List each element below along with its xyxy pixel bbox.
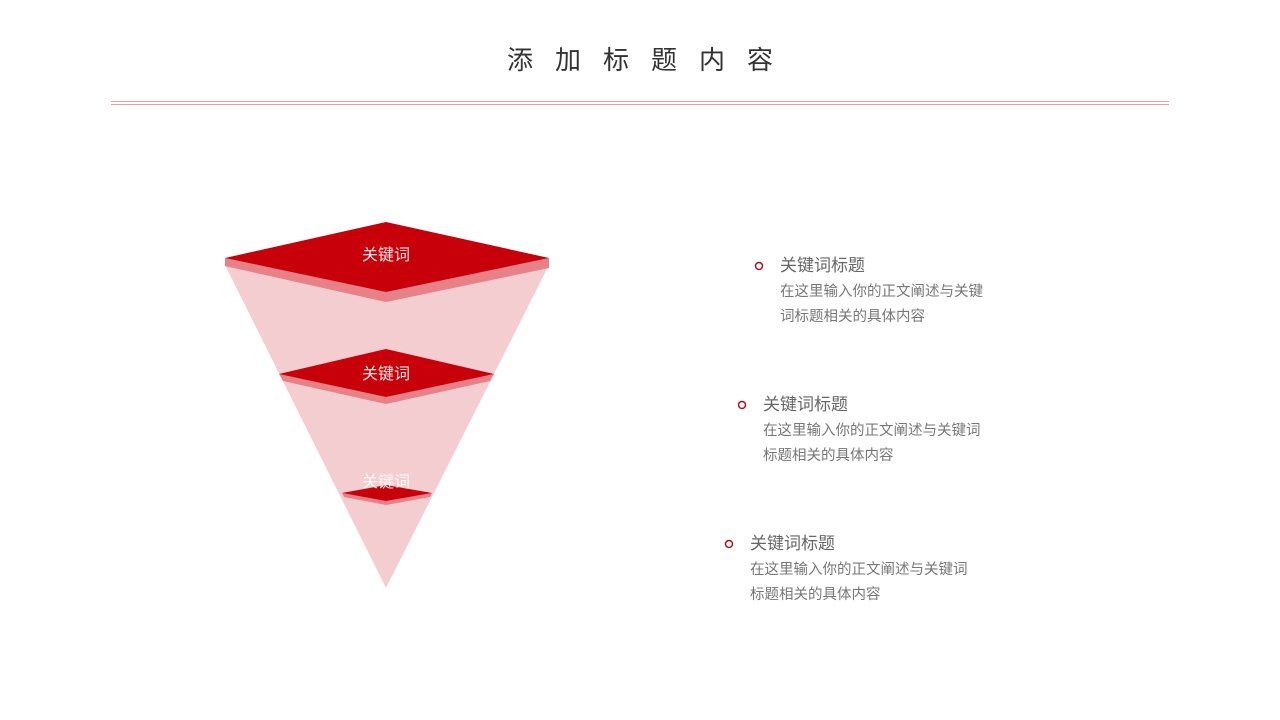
funnel-body xyxy=(225,265,549,588)
item-title: 关键词标题 xyxy=(780,256,865,276)
connector-dot-2 xyxy=(737,400,747,410)
funnel-level-3-label: 关键词 xyxy=(362,472,410,491)
funnel-level-2-label: 关键词 xyxy=(362,364,410,383)
funnel-level-2-top xyxy=(279,349,494,397)
item-body: 在这里输入你的正文阐述与关键词标题相关的具体内容 xyxy=(780,284,983,325)
funnel-level-1-side xyxy=(225,258,549,302)
title-divider xyxy=(111,101,1169,102)
text-item-2: 关键词标题 在这里输入你的正文阐述与关键词标题相关的具体内容 xyxy=(763,393,989,469)
funnel-level-3-side xyxy=(342,493,432,505)
funnel-level-3-top xyxy=(342,485,432,501)
item-title: 关键词标题 xyxy=(750,534,835,554)
item-title: 关键词标题 xyxy=(763,395,848,415)
item-body: 在这里输入你的正文阐述与关键词标题相关的具体内容 xyxy=(763,423,981,464)
item-body: 在这里输入你的正文阐述与关键词标题相关的具体内容 xyxy=(750,562,968,603)
connector-dot-1 xyxy=(754,261,764,271)
funnel-level-2-side xyxy=(279,374,494,404)
text-item-3: 关键词标题 在这里输入你的正文阐述与关键词标题相关的具体内容 xyxy=(750,532,976,608)
slide-title: 添加标题内容 xyxy=(506,46,795,76)
funnel-level-1-top xyxy=(225,222,549,292)
funnel-level-1-label: 关键词 xyxy=(362,245,410,264)
text-item-1: 关键词标题 在这里输入你的正文阐述与关键词标题相关的具体内容 xyxy=(780,254,990,330)
title-divider-2 xyxy=(111,104,1169,105)
connector-dot-3 xyxy=(724,539,734,549)
